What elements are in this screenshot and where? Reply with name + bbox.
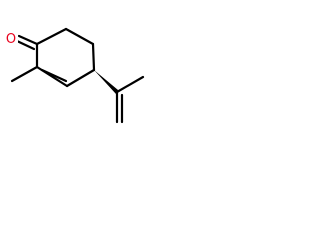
bond-c2-methyl [10,65,39,83]
oxygen-label-background [4,29,18,45]
bond-c2-c3-double-inner [40,68,68,83]
bond-c1-o-double-2 [15,39,36,51]
molecule-structure: O [4,27,145,124]
oxygen-atom-label: O [6,32,16,47]
bond-c5-c4 [91,42,96,72]
bond-c4-c3 [65,68,96,88]
bond-c6-c5 [64,27,95,46]
molecule-structure-canvas: O [0,0,150,150]
bond-c1-o-double-1 [17,34,39,46]
bond-c1-c6 [35,27,68,46]
wedge-bond-c4-c8 [94,70,118,94]
bond-c8-methyl [115,75,145,94]
